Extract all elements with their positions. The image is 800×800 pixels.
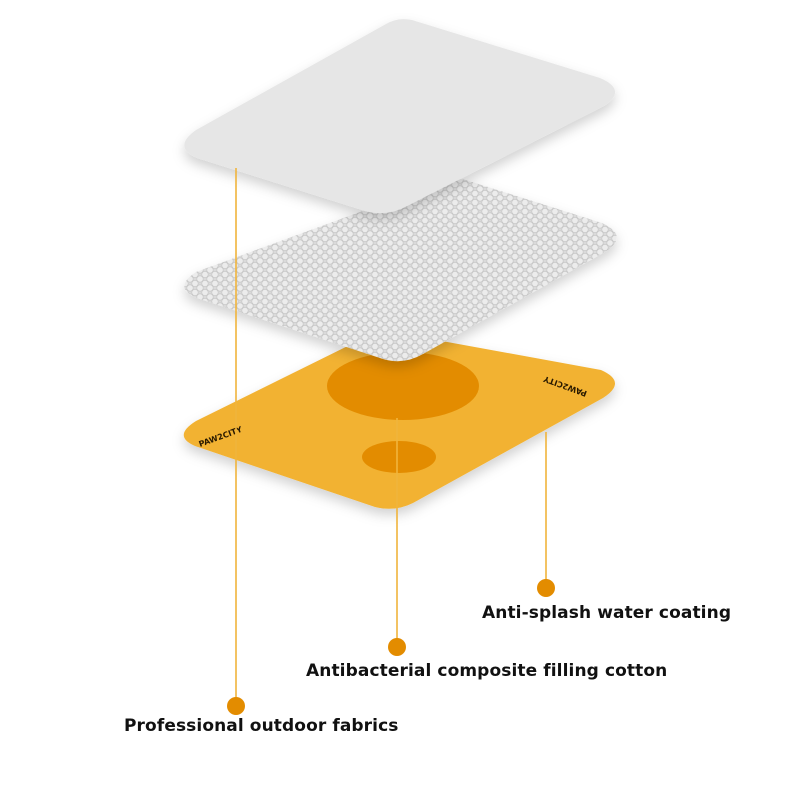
middle-layer	[184, 178, 617, 362]
middle-layer-shape	[184, 178, 617, 362]
top-layer-shape	[184, 19, 616, 214]
callout-label-fabric: Professional outdoor fabrics	[124, 716, 399, 736]
top-layer	[184, 19, 616, 214]
leader-dot-water	[537, 579, 555, 597]
bottom-small-circle	[362, 441, 436, 473]
leader-dot-cotton	[388, 638, 406, 656]
bottom-large-circle	[327, 352, 479, 420]
callout-label-cotton: Antibacterial composite filling cotton	[306, 661, 668, 681]
leader-dot-fabric	[227, 697, 245, 715]
callout-label-water: Anti-splash water coating	[482, 603, 732, 623]
